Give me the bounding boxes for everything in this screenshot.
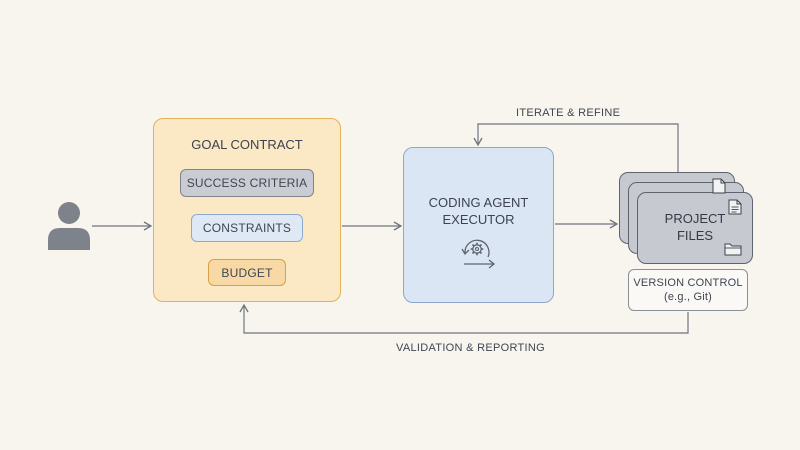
folder-icon <box>724 243 742 256</box>
iterate-refine-label: ITERATE & REFINE <box>516 107 621 119</box>
success-criteria-item: SUCCESS CRITERIA <box>180 169 314 197</box>
executor-label-line2: EXECUTOR <box>442 212 515 227</box>
success-criteria-label: SUCCESS CRITERIA <box>186 176 308 190</box>
arrow-iterate-refine <box>473 123 679 173</box>
goal-contract-box: GOAL CONTRACT SUCCESS CRITERIA CONSTRAIN… <box>153 118 341 302</box>
executor-label: CODING AGENT EXECUTOR <box>404 194 553 228</box>
constraints-item: CONSTRAINTS <box>191 214 303 242</box>
gear-cycle-icon <box>460 239 495 269</box>
goal-contract-title: GOAL CONTRACT <box>191 137 303 152</box>
version-control-box: VERSION CONTROL (e.g., Git) <box>628 269 748 311</box>
budget-item: BUDGET <box>208 259 286 286</box>
version-control-example: (e.g., Git) <box>663 291 713 303</box>
project-files-label-line1: PROJECT <box>664 211 726 226</box>
project-files-label-line2: FILES <box>676 228 714 243</box>
coding-agent-executor-box: CODING AGENT EXECUTOR <box>403 147 554 303</box>
project-files-label: PROJECT FILES <box>660 210 730 244</box>
budget-label: BUDGET <box>221 265 273 280</box>
arrow-validation-reporting <box>239 303 689 334</box>
validation-reporting-label: VALIDATION & REPORTING <box>396 342 546 354</box>
constraints-label: CONSTRAINTS <box>202 221 292 235</box>
document-icon <box>728 199 742 215</box>
executor-label-line1: CODING AGENT <box>428 195 529 210</box>
user-icon <box>48 202 90 250</box>
version-control-label: VERSION CONTROL <box>633 277 743 289</box>
document-icon <box>712 178 726 194</box>
